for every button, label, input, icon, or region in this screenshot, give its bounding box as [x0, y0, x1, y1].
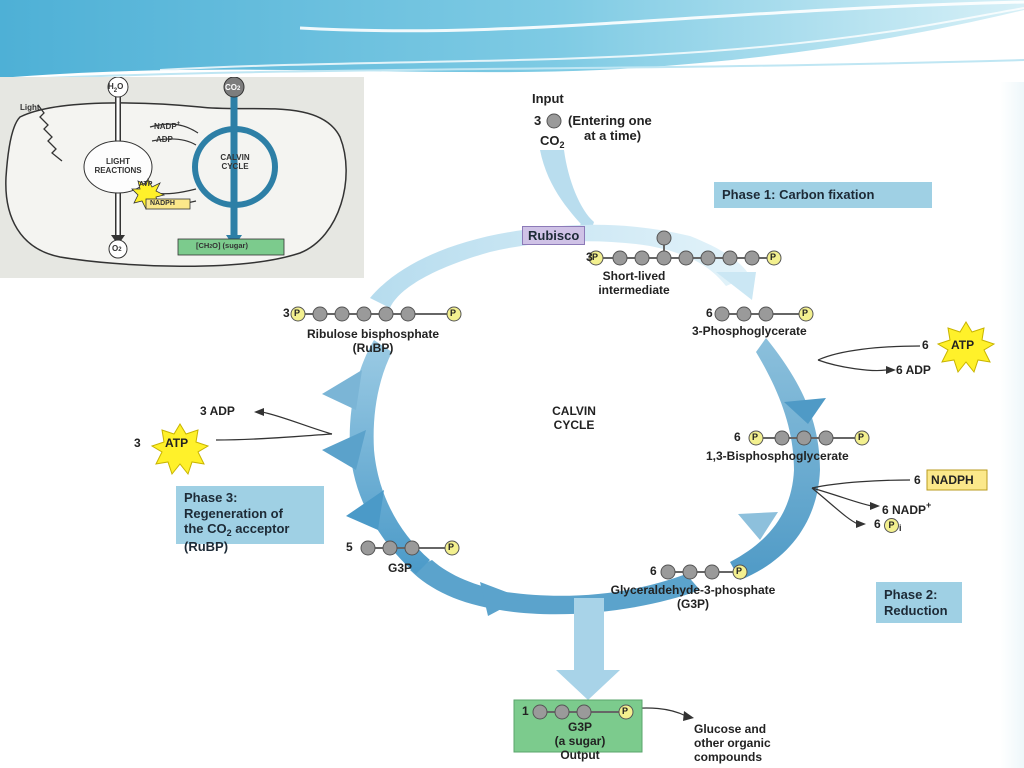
phosphate-letter: P [752, 432, 759, 442]
short-lived-intermediate-chain [588, 230, 782, 266]
adp-regen-label: 3 ADP [200, 404, 235, 418]
inset-h2o-label: H2O [108, 82, 124, 94]
bisphosphoglycerate-chain [748, 430, 870, 446]
input-co2-carbon [546, 113, 562, 129]
phosphate-letter: P [736, 566, 743, 576]
phosphate-letter: P [770, 252, 777, 262]
phosphoglycerate-chain [714, 306, 814, 322]
atp-in-label: ATP [951, 338, 975, 352]
g3p-name-label: Glyceraldehyde-3-phosphate(G3P) [610, 583, 776, 611]
phosphate-letter: P [448, 542, 455, 552]
atp-regen-count: 3 [134, 436, 141, 450]
atp-regen-label: ATP [165, 436, 189, 450]
bpg-label: 1,3-Bisphosphoglycerate [706, 449, 849, 463]
rubp-chain [290, 306, 462, 322]
phosphate-letter: P [858, 432, 865, 442]
inset-o2-label: O2 [112, 244, 122, 253]
short-lived-count: 3 [586, 250, 593, 264]
input-count: 3 [534, 113, 542, 128]
right-edge-stripe [1000, 82, 1024, 768]
g3p-five-chain [360, 540, 460, 556]
output-label: G3P(a sugar)Output [554, 720, 606, 762]
input-title: Input [532, 91, 564, 106]
header-wave [0, 0, 1024, 81]
inset-sugar-label: [CH2O] (sugar) [196, 241, 248, 250]
nadph-label: NADPH [931, 473, 974, 487]
rubisco-box: Rubisco [522, 226, 586, 245]
phosphate-letter: P [450, 308, 457, 318]
nadph-count: 6 [914, 473, 921, 487]
inset-atp-label: ATP [139, 181, 153, 188]
inset-co2-label: CO2 [225, 83, 241, 92]
output-count: 1 [522, 704, 529, 718]
phosphate-letter: P [802, 308, 809, 318]
g3p-six-chain [660, 564, 748, 580]
phase1-box: Phase 1: Carbon fixation [714, 182, 932, 208]
pga-count: 6 [706, 306, 713, 320]
output-g3p-chain [532, 704, 634, 720]
pga-label: 3-Phosphoglycerate [692, 324, 807, 338]
inset-nadp-label: NADP+ [154, 121, 181, 131]
input-co2-label: CO2 [540, 133, 565, 150]
adp-out-label: 6 ADP [896, 363, 931, 377]
phosphate-letter: P [622, 706, 629, 716]
g3p-five-label: G3P [388, 561, 413, 575]
rubp-label: Ribulose bisphosphate(RuBP) [306, 327, 439, 355]
inset-light-label: Light [20, 103, 40, 112]
inset-adp-label: ADP [156, 135, 173, 144]
phosphate-letter: P [294, 308, 301, 318]
phosphate-letter: P [592, 252, 599, 262]
chloroplast-overview-graphic [5, 77, 347, 267]
rubp-count: 3 [283, 306, 290, 320]
inset-nadph-label: NADPH [150, 200, 175, 207]
phase2-box: Phase 2:Reduction [876, 582, 962, 624]
g3p-five-count: 5 [346, 540, 353, 554]
nadp-out-label: 6 NADP+ [882, 500, 932, 517]
atp-in-count: 6 [922, 338, 929, 352]
bpg-count: 6 [734, 430, 741, 444]
g3p-six-count: 6 [650, 564, 657, 578]
